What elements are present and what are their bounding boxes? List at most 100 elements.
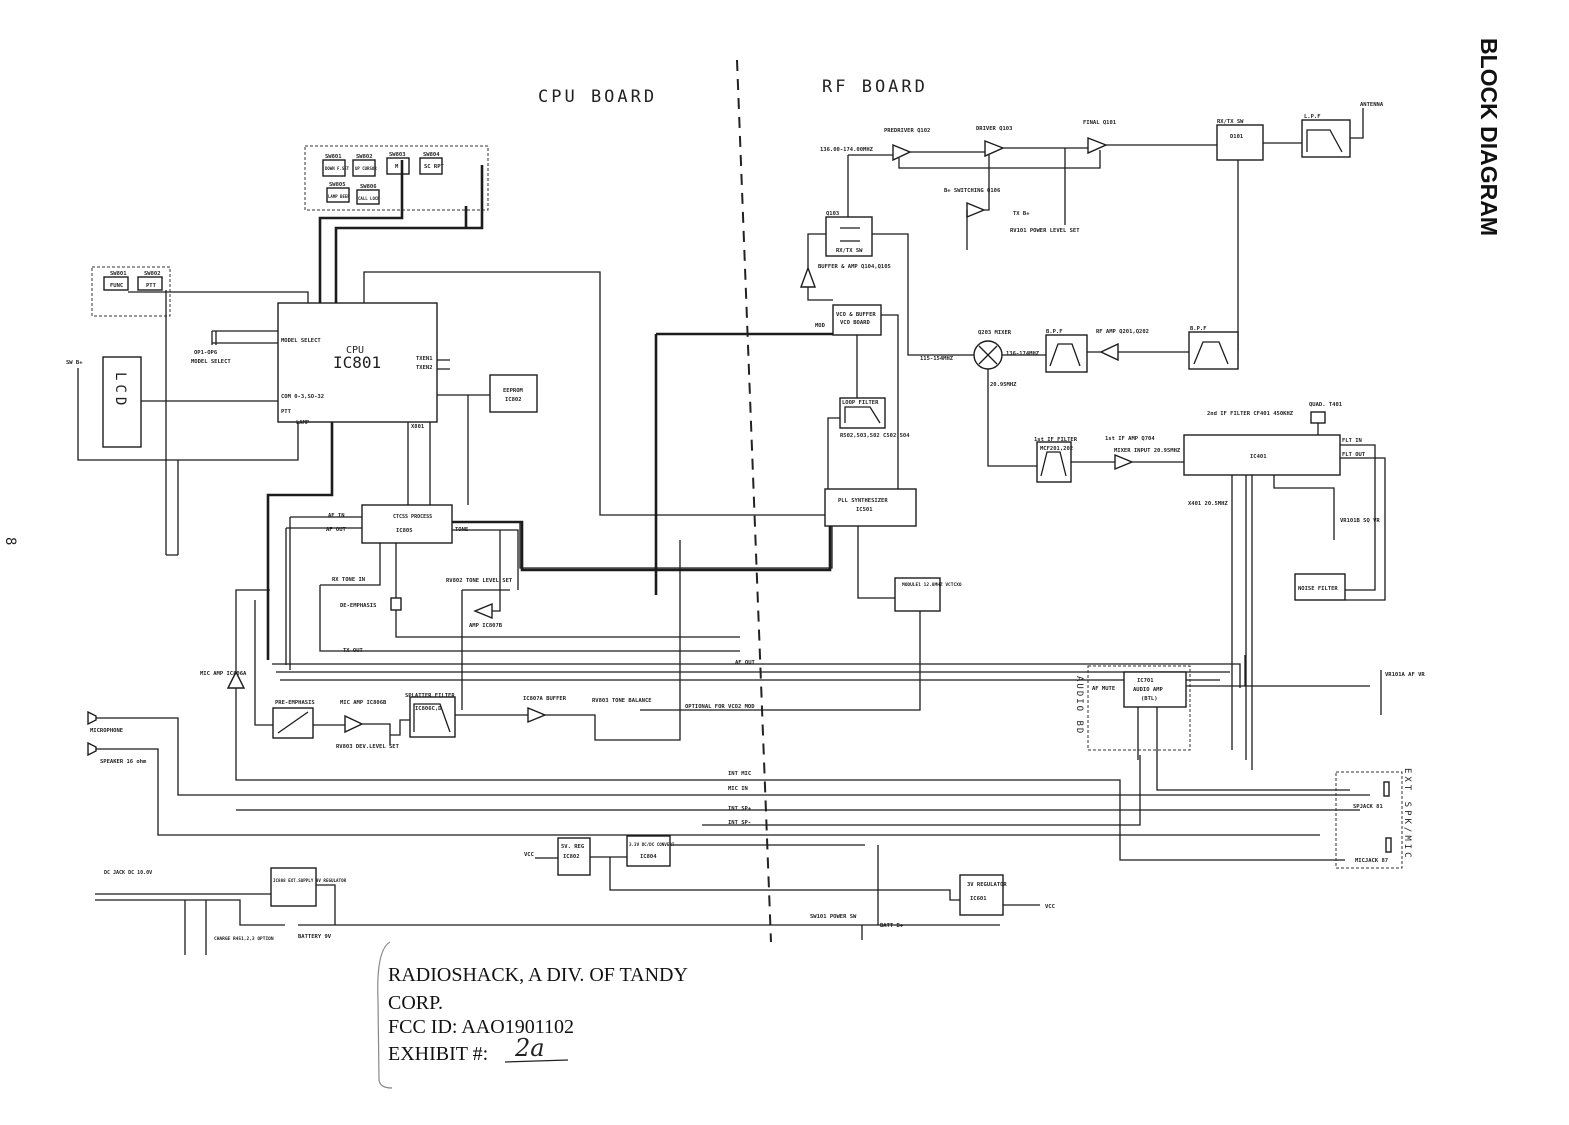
tx-out-label: TX OUT <box>343 648 364 654</box>
svg-text:IC501: IC501 <box>856 507 873 513</box>
af-vr-label: VR101A AF VR <box>1385 672 1425 678</box>
svg-text:PLL SYNTHESIZER: PLL SYNTHESIZER <box>838 498 888 504</box>
tone-balance-label: RV803 TONE BALANCE <box>592 698 652 704</box>
svg-text:MODULE1 12.8MHZ VCTCXO: MODULE1 12.8MHZ VCTCXO <box>902 582 962 588</box>
svg-text:IC808 EXT.SUPPLY 9V REGULATOR: IC808 EXT.SUPPLY 9V REGULATOR <box>273 878 347 883</box>
tx-bplus-label: TX B+ <box>1013 211 1030 217</box>
bpf2-block: B.P.F <box>1188 326 1239 370</box>
svg-text:CORP.: CORP. <box>388 992 443 1014</box>
pll-synthesizer-ic501: PLL SYNTHESIZER IC501 <box>824 488 917 527</box>
driver-label: DRIVER Q103 <box>976 126 1012 132</box>
svg-text:FCC ID: AAO1901102: FCC ID: AAO1901102 <box>388 1016 574 1038</box>
cpu-board-label: CPU BOARD <box>538 87 657 107</box>
mixer-q203: Q203 MIXER <box>973 330 1012 370</box>
op-select-label: OP1-OP6 <box>194 350 218 356</box>
ctcss-ic805: CTCSS PROCESS IC805 AF IN AF OUT TONE <box>326 504 468 544</box>
svg-text:FLT IN: FLT IN <box>1342 438 1362 444</box>
de-emphasis-label: DE-EMPHASIS <box>340 603 376 609</box>
module-vctcxo: MODULE1 12.8MHZ VCTCXO <box>894 577 962 612</box>
board-divider <box>736 59 772 943</box>
mic-amp-a-label: MIC AMP IC806A <box>200 671 247 677</box>
svg-text:VCO BOARD: VCO BOARD <box>840 320 870 326</box>
svg-text:AF OUT: AF OUT <box>326 527 347 533</box>
svg-text:Q203 MIXER: Q203 MIXER <box>978 330 1012 336</box>
predriver-symbol <box>892 143 912 162</box>
if-amp-label: 1st IF AMP Q704 <box>1105 436 1155 442</box>
svg-text:3V REGULATOR: 3V REGULATOR <box>967 882 1007 888</box>
de-emphasis-block <box>390 597 402 611</box>
svg-text:B.P.F: B.P.F <box>1190 326 1207 332</box>
key-ref: SW806 <box>360 184 377 190</box>
predriver-label: PREDRIVER Q102 <box>884 128 930 134</box>
mixer-input-label: MIXER INPUT 20.95MHZ <box>1114 448 1181 454</box>
freq-label: 136.00-174.00MHZ <box>820 147 874 153</box>
key-ref: SW803 <box>389 152 406 158</box>
microphone-speaker-icons <box>87 710 97 757</box>
sq-vr-label: VR101B SQ VR <box>1340 518 1380 524</box>
int-sp2-label: INT SP- <box>728 820 751 826</box>
tone-level-label: RV802 TONE LEVEL SET <box>446 578 513 584</box>
rf-freq-label: 136-174MHZ <box>1006 351 1040 357</box>
quad-t401 <box>1310 411 1326 424</box>
rx-tone-in-label: RX TONE IN <box>332 577 365 583</box>
loop-filter-refs: R502,503,502 C502,504 <box>840 433 910 439</box>
buffer-amp-symbol <box>799 265 817 288</box>
svg-text:COM 0-3,SO-32: COM 0-3,SO-32 <box>281 394 324 400</box>
svg-text:LAMP: LAMP <box>296 420 310 426</box>
svg-text:FLT OUT: FLT OUT <box>1342 452 1366 458</box>
mod-label: MOD <box>815 323 826 329</box>
power-sw-label: SW101 POWER SW <box>810 914 857 920</box>
key-label: SC RPT <box>424 164 445 170</box>
svg-text:RX/TX SW: RX/TX SW <box>836 248 863 254</box>
side-key-ref: SW801 <box>110 271 127 277</box>
quad-label: QUAD. T401 <box>1309 402 1343 408</box>
amp-ic807b-label: AMP IC807B <box>469 623 503 629</box>
bpf1-block: B.P.F <box>1045 329 1088 373</box>
side-key-label: FUNC <box>110 283 123 289</box>
buffer-ic807a-symbol <box>527 706 547 724</box>
key-ref: SW804 <box>423 152 440 158</box>
side-key-label: PTT <box>146 283 157 289</box>
optional-vco-label: OPTIONAL FOR VCO2 MOD <box>685 704 755 710</box>
vcc2-label: VCC <box>1045 904 1055 910</box>
if-amp-symbol <box>1114 453 1134 471</box>
b-switching-symbol <box>966 201 986 219</box>
key-label: UP CURSOR <box>355 166 377 171</box>
key-label: M <box>395 164 399 170</box>
vco-buffer-block: VCO & BUFFER VCO BOARD <box>832 304 882 336</box>
svg-text:MODEL SELECT: MODEL SELECT <box>281 338 321 344</box>
power-level-label: RV101 POWER LEVEL SET <box>1010 228 1080 234</box>
svg-text:IC806C,D: IC806C,D <box>415 706 442 712</box>
svg-text:RADIOSHACK, A DIV. OF TANDY: RADIOSHACK, A DIV. OF TANDY <box>388 964 688 986</box>
mic-amp-b-label: MIC AMP IC806B <box>340 700 387 706</box>
svg-text:NOISE FILTER: NOISE FILTER <box>1298 586 1338 592</box>
charge-label: CHARGE R451,2,3 OPTION <box>214 936 274 942</box>
svg-text:3.3V DC/DC CONVERT: 3.3V DC/DC CONVERT <box>629 842 675 847</box>
svg-text:EEPROM: EEPROM <box>503 388 524 394</box>
lo-freq-label: 115-154MHZ <box>920 356 954 362</box>
ic808-regulator: IC808 EXT.SUPPLY 9V REGULATOR <box>270 867 347 907</box>
svg-text:X801: X801 <box>411 424 425 430</box>
x401-label: X401 20.5MHZ <box>1188 501 1228 507</box>
if-freq-label: 20.95MHZ <box>990 382 1017 388</box>
page-title: BLOCK DIAGRAM <box>1476 38 1502 236</box>
side-key-ref: SW802 <box>144 271 161 277</box>
svg-text:AF IN: AF IN <box>328 513 345 519</box>
driver-symbol <box>984 139 1005 158</box>
svg-text:LOOP FILTER: LOOP FILTER <box>842 400 879 406</box>
svg-text:IC801: IC801 <box>333 353 381 372</box>
svg-text:5V. REG: 5V. REG <box>561 844 585 850</box>
speaker-label: SPEAKER 16 ohm <box>100 759 147 765</box>
battery-label: BATTERY 9V <box>298 934 332 940</box>
page-number: 8 <box>2 537 18 545</box>
svg-text:1st IF FILTER: 1st IF FILTER <box>1034 437 1078 443</box>
svg-text:SPLATTER FILTER: SPLATTER FILTER <box>405 693 455 699</box>
svg-text:VCO & BUFFER: VCO & BUFFER <box>836 312 876 318</box>
final-symbol <box>1087 136 1108 155</box>
ext-spk-mic-jacks: EXT SPK/MIC SPJACK 81 MICJACK 87 <box>1335 768 1412 869</box>
